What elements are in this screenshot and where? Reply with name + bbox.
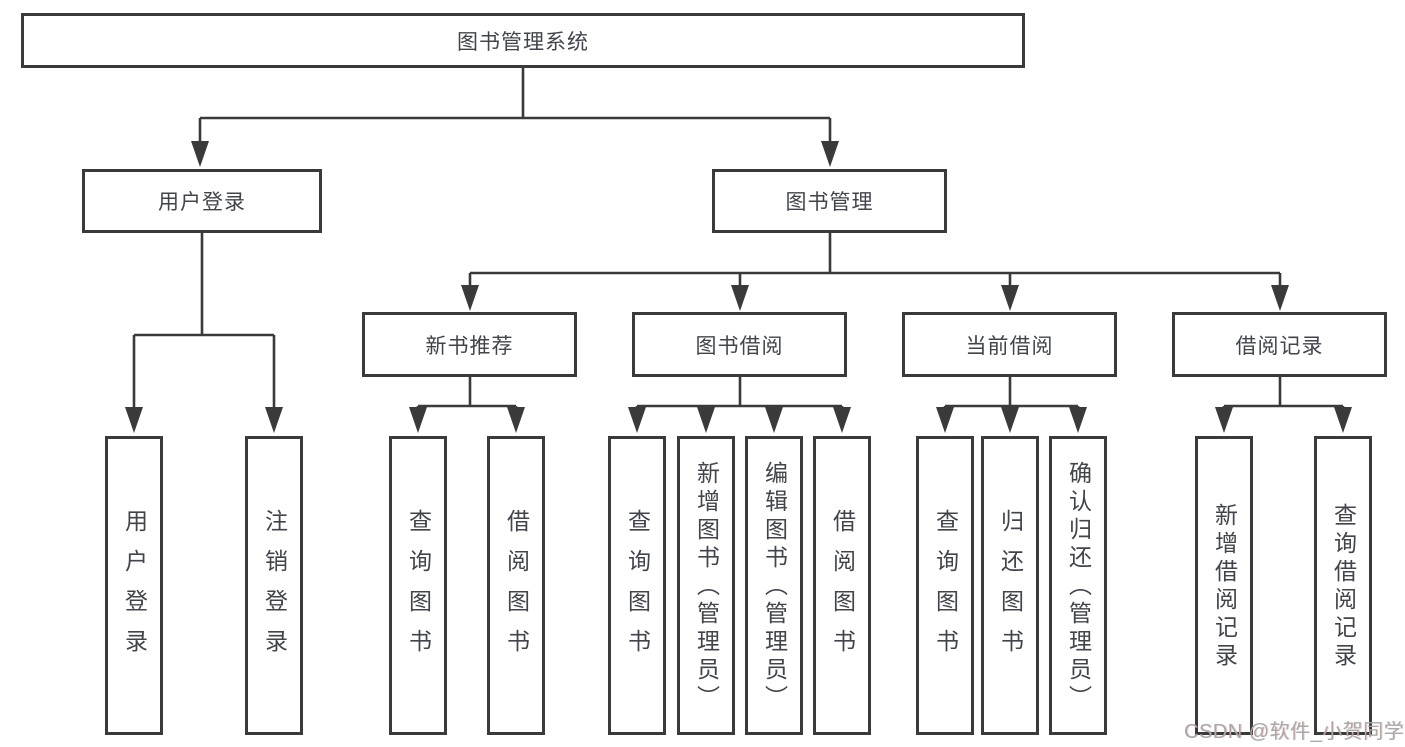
leaf-edit-books-admin: 编辑图书（管理员）: [745, 436, 803, 735]
node-current-borrowing: 当前借阅: [902, 312, 1117, 377]
leaf-query-books-current: 查询图书: [916, 436, 974, 735]
leaf-query-borrow-record: 查询借阅记录: [1314, 436, 1372, 735]
csdn-watermark: CSDN @软件_小贺同学: [1184, 721, 1405, 743]
leaf-logout-login: 注销登录: [245, 436, 303, 735]
leaf-query-books-borrowing: 查询图书: [608, 436, 666, 735]
node-book-management: 图书管理: [712, 169, 947, 233]
connector-paths: [132, 68, 1345, 412]
leaf-query-books-recommend: 查询图书: [389, 436, 447, 735]
node-root-system: 图书管理系统: [21, 13, 1025, 68]
leaf-add-borrow-record: 新增借阅记录: [1195, 436, 1253, 735]
leaf-borrow-books-borrowing: 借阅图书: [813, 436, 871, 735]
arrowheads: [125, 141, 1352, 433]
node-borrowing-records: 借阅记录: [1172, 312, 1387, 377]
leaf-add-books-admin: 新增图书（管理员）: [677, 436, 735, 735]
node-new-book-recommend: 新书推荐: [362, 312, 577, 377]
leaf-return-books: 归还图书: [981, 436, 1039, 735]
leaf-confirm-return-admin: 确认归还（管理员）: [1049, 436, 1107, 735]
leaf-user-login: 用户登录: [105, 436, 163, 735]
node-book-borrowing: 图书借阅: [632, 312, 847, 377]
leaf-borrow-books-recommend: 借阅图书: [487, 436, 545, 735]
node-user-login: 用户登录: [82, 169, 322, 233]
